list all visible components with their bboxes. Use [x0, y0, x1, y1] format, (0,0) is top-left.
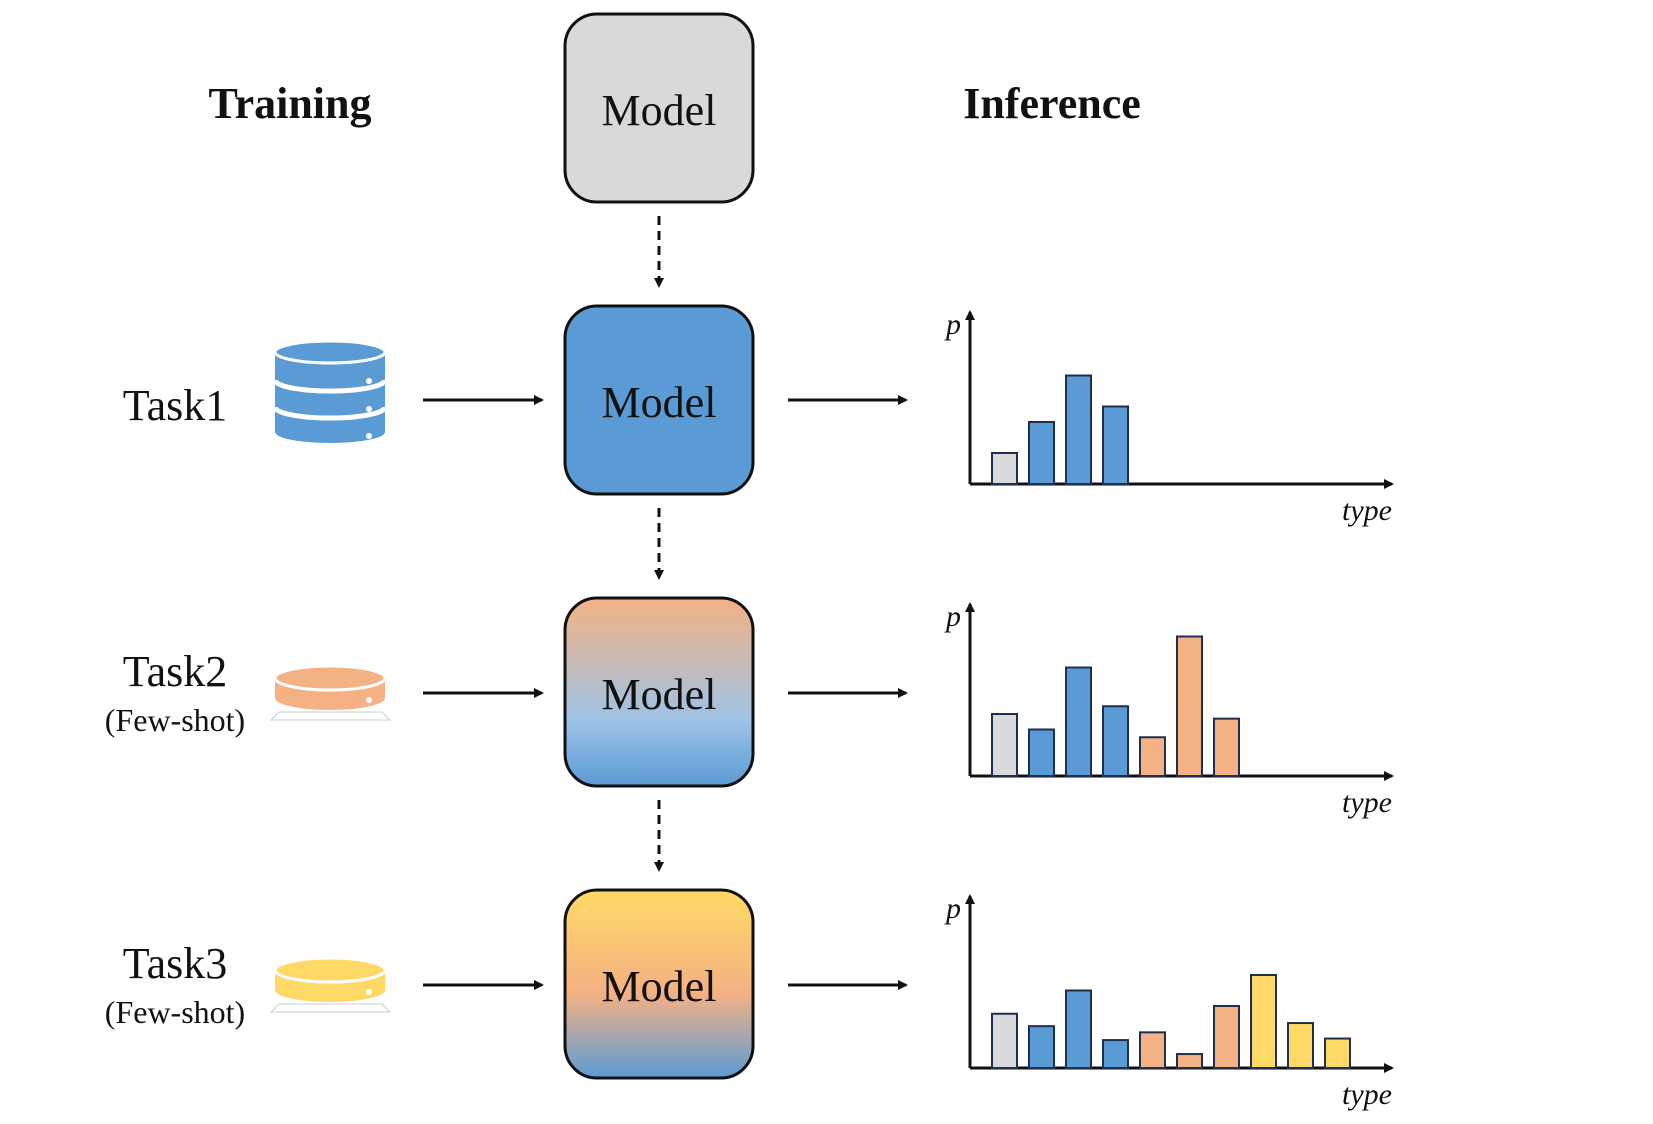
inference-chart-task3: p type [944, 892, 1394, 1111]
bar [1287, 1022, 1314, 1069]
training-heading: Training [208, 79, 371, 128]
bar [1324, 1037, 1351, 1070]
initial-model-label: Model [602, 86, 717, 135]
bar [1028, 1025, 1055, 1070]
database-disk-icon [269, 956, 392, 1013]
y-axis-label: p [944, 600, 961, 633]
bar [1250, 974, 1277, 1069]
y-axis-label: p [944, 892, 961, 925]
task3-label: Task3 [123, 939, 227, 988]
inference-chart-task2: p type [944, 600, 1394, 819]
database-disk-icon [269, 664, 392, 721]
bar [1139, 736, 1166, 777]
bar [1028, 728, 1055, 777]
task1-label: Task1 [123, 381, 227, 430]
task2-model-label: Model [602, 670, 717, 719]
bar [1139, 1031, 1166, 1069]
bar [1065, 666, 1092, 777]
bar [1102, 405, 1129, 485]
bar [1213, 1005, 1240, 1069]
task3-model-label: Model [602, 962, 717, 1011]
x-axis-label: type [1342, 494, 1392, 527]
bar [991, 452, 1018, 485]
task3-model-box: Model [563, 888, 755, 1080]
task1-row: Task1 Model p type [123, 304, 1394, 527]
task1-model-box: Model [563, 304, 755, 496]
task2-row: Task2 (Few-shot) Model p type [105, 596, 1394, 819]
bar [991, 1012, 1018, 1069]
x-axis-label: type [1342, 786, 1392, 819]
bar [1102, 705, 1129, 777]
y-axis-label: p [944, 308, 961, 341]
task2-model-box: Model [563, 596, 755, 788]
task2-label: Task2 [123, 647, 227, 696]
task3-row: Task3 (Few-shot) Model p type [105, 888, 1394, 1111]
bar [1028, 421, 1055, 485]
x-axis-label: type [1342, 1078, 1392, 1111]
bar [1065, 374, 1092, 485]
bar [991, 713, 1018, 777]
database-stack-icon [272, 339, 388, 443]
bar [1176, 1053, 1203, 1070]
bar [1102, 1039, 1129, 1069]
inference-chart-task1: p type [944, 308, 1394, 527]
task3-sublabel: (Few-shot) [105, 994, 245, 1030]
task1-model-label: Model [602, 378, 717, 427]
initial-model-box: Model [563, 12, 755, 204]
inference-heading: Inference [963, 79, 1141, 128]
bar [1213, 717, 1240, 778]
bar [1176, 635, 1203, 777]
task2-sublabel: (Few-shot) [105, 702, 245, 738]
bar [1065, 989, 1092, 1069]
